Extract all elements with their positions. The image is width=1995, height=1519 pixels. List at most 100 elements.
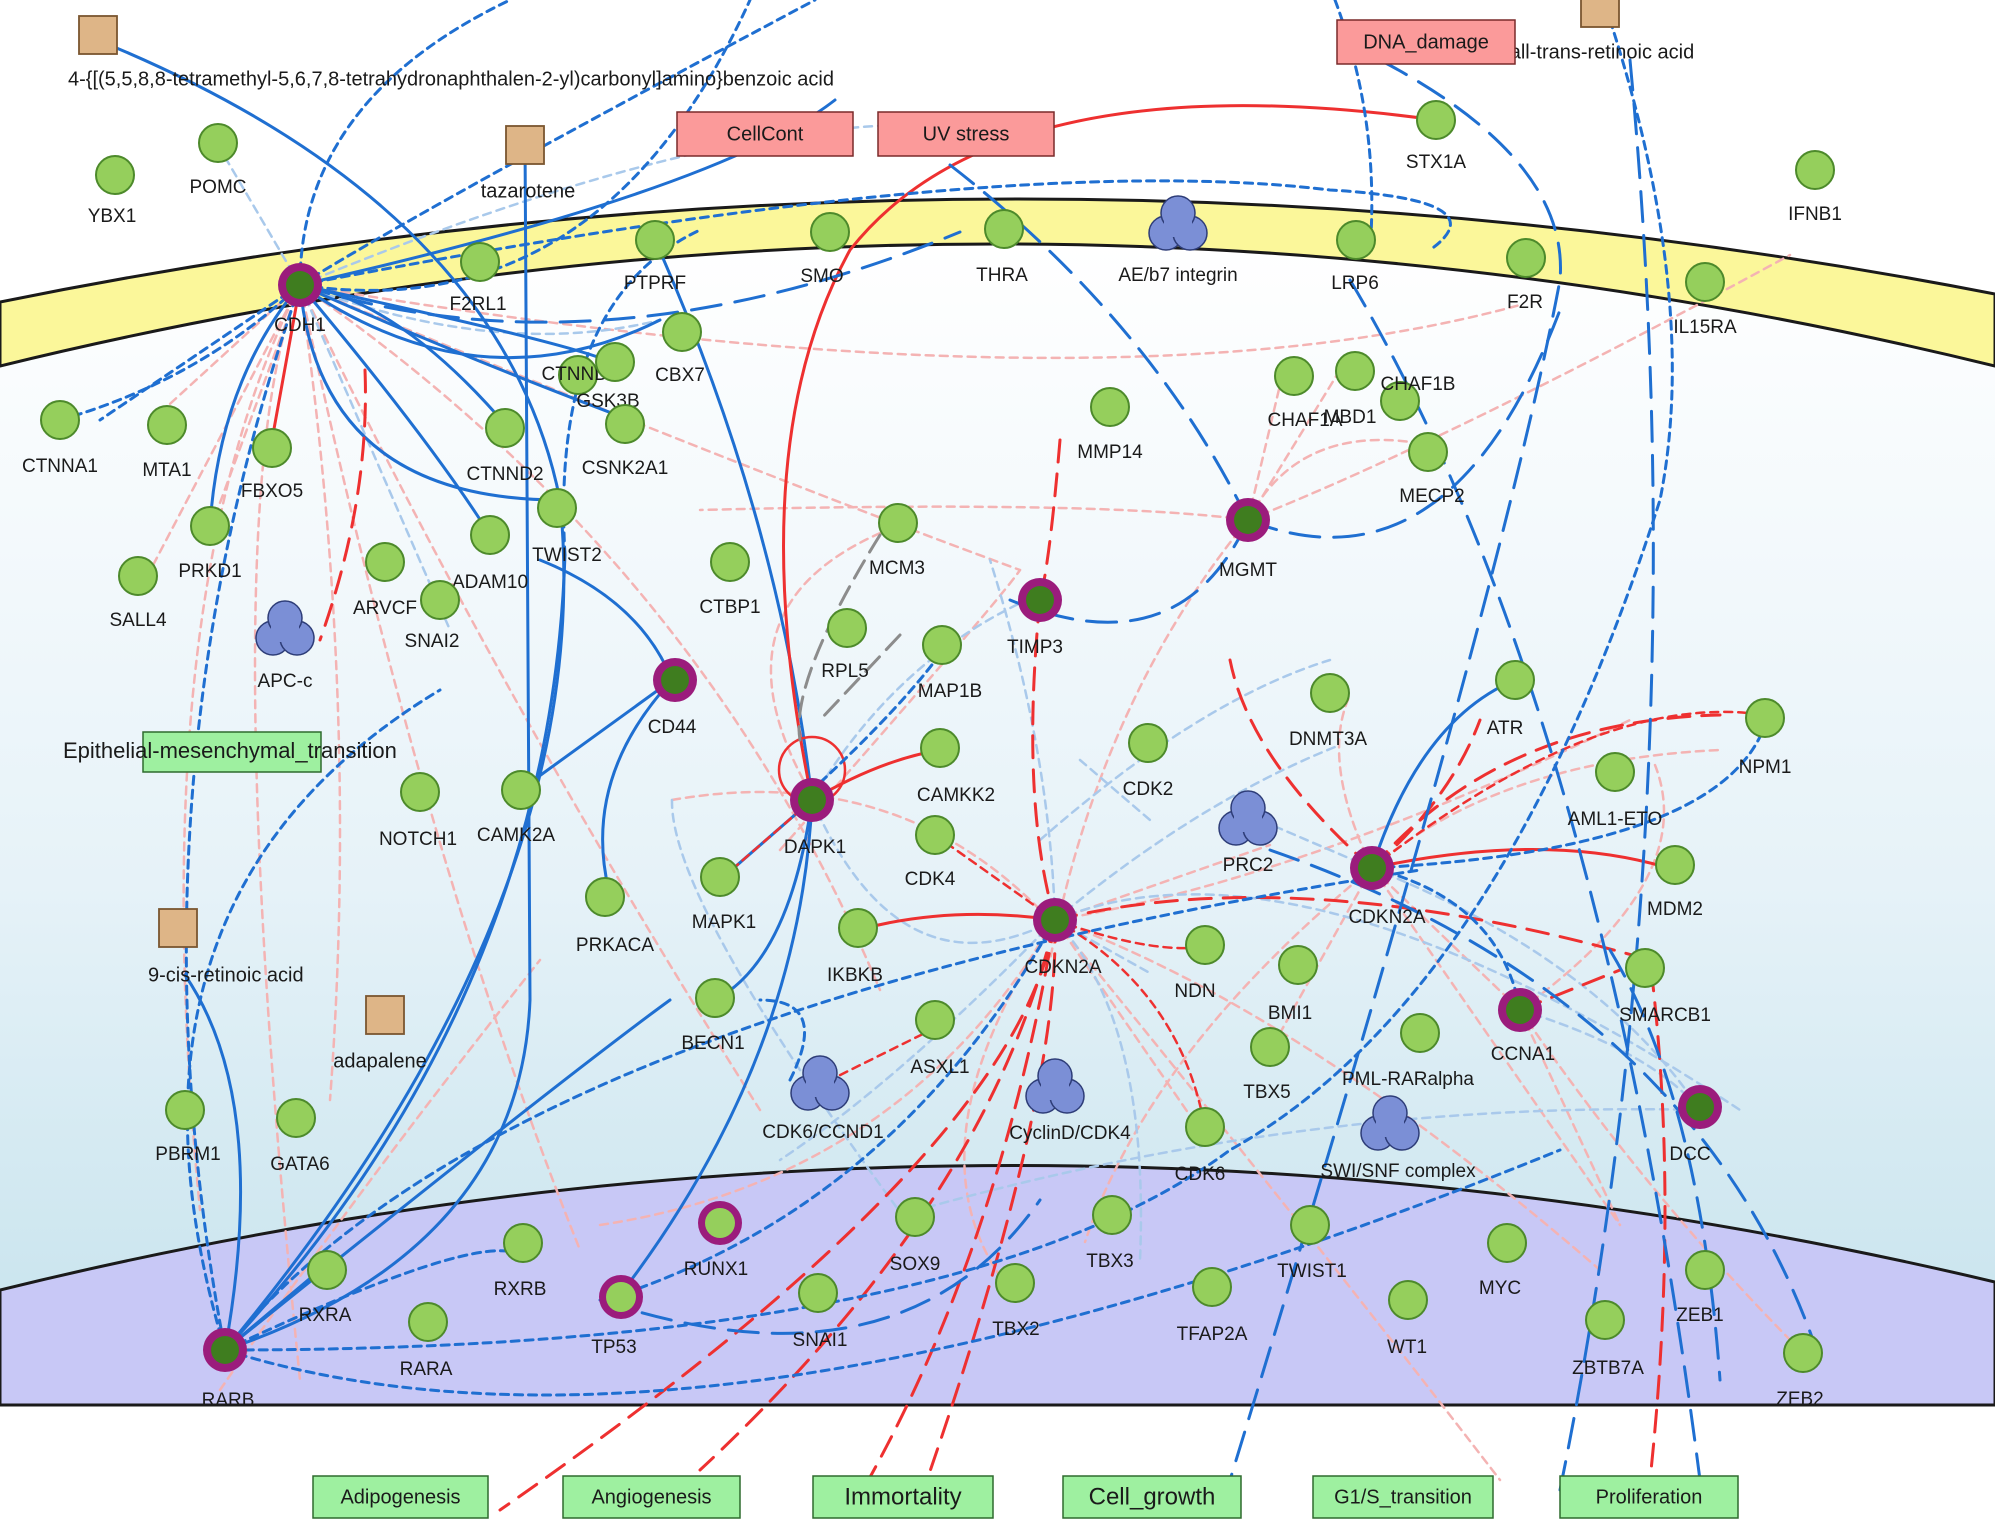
node-chaf1a[interactable]: CHAF1A bbox=[1268, 356, 1343, 431]
node-zeb2[interactable]: ZEB2 bbox=[1776, 1333, 1824, 1410]
node-asxl1[interactable]: ASXL1 bbox=[910, 1000, 970, 1078]
node-adapalene[interactable]: adapalene bbox=[333, 995, 427, 1072]
process-angiogenesis[interactable]: Angiogenesis bbox=[562, 1475, 741, 1519]
node-wt1[interactable]: WT1 bbox=[1387, 1280, 1428, 1358]
node-lrp6[interactable]: LRP6 bbox=[1331, 220, 1379, 294]
node-sox9[interactable]: SOX9 bbox=[890, 1197, 941, 1275]
node-tbx3[interactable]: TBX3 bbox=[1086, 1195, 1134, 1272]
node-arvcf[interactable]: ARVCF bbox=[353, 542, 417, 619]
node-ccna1[interactable]: CCNA1 bbox=[1491, 988, 1555, 1065]
node-dnmt3a[interactable]: DNMT3A bbox=[1289, 673, 1367, 750]
node-adam10[interactable]: ADAM10 bbox=[452, 515, 528, 593]
process-g1-s-transition[interactable]: G1/S_transition bbox=[1312, 1475, 1494, 1519]
process-immortality[interactable]: Immortality bbox=[812, 1475, 994, 1519]
node-twist1[interactable]: TWIST1 bbox=[1277, 1205, 1347, 1282]
node-sall4[interactable]: SALL4 bbox=[109, 556, 167, 631]
node-camkk2[interactable]: CAMKK2 bbox=[917, 728, 995, 806]
node-tbx5[interactable]: TBX5 bbox=[1243, 1027, 1291, 1103]
node-pbrm1[interactable]: PBRM1 bbox=[155, 1090, 221, 1165]
process-adipogenesis[interactable]: Adipogenesis bbox=[312, 1475, 489, 1519]
node-9-cis-retinoic-acid[interactable]: 9-cis-retinoic acid bbox=[148, 908, 304, 986]
node-map1b[interactable]: MAP1B bbox=[918, 625, 982, 702]
node-tfap2a[interactable]: TFAP2A bbox=[1177, 1267, 1248, 1345]
node-ptprf[interactable]: PTPRF bbox=[624, 220, 686, 294]
node-prkd1[interactable]: PRKD1 bbox=[178, 506, 242, 582]
node-ctbp1[interactable]: CTBP1 bbox=[699, 542, 761, 618]
node-cdk6-ccnd1[interactable]: CDK6/CCND1 bbox=[762, 1055, 884, 1143]
node-f2rl1[interactable]: F2RL1 bbox=[449, 242, 507, 315]
node-chaf1b[interactable]: CHAF1B bbox=[1380, 374, 1456, 421]
node-mdm2[interactable]: MDM2 bbox=[1647, 845, 1703, 920]
node-rara[interactable]: RARA bbox=[400, 1302, 453, 1380]
node-prkaca[interactable]: PRKACA bbox=[576, 877, 654, 956]
node-swi-snf-complex[interactable]: SWI/SNF complex bbox=[1320, 1095, 1476, 1182]
node-atr[interactable]: ATR bbox=[1487, 660, 1535, 739]
node-apc-c[interactable]: APC-c bbox=[255, 600, 315, 692]
node-runx1[interactable]: RUNX1 bbox=[684, 1201, 748, 1280]
node-il15ra[interactable]: IL15RA bbox=[1673, 262, 1737, 338]
node-mgmt[interactable]: MGMT bbox=[1219, 498, 1277, 581]
node-4-5-5-8-8-tetramethyl-5-6-7-8-tetrahydronaphthalen-2-yl-carbonyl-amino-benzoic-acid[interactable]: 4-{[(5,5,8,8-tetramethyl-5,6,7,8-tetrahy… bbox=[68, 15, 834, 90]
node-aml1-eto[interactable]: AML1-ETO bbox=[1568, 752, 1663, 830]
node-cdkn2a[interactable]: CDKN2A bbox=[1348, 846, 1426, 928]
stress-dna-damage[interactable]: DNA_damage bbox=[1336, 19, 1516, 65]
node-ifnb1[interactable]: IFNB1 bbox=[1788, 150, 1842, 225]
process-cell-growth[interactable]: Cell_growth bbox=[1062, 1475, 1242, 1519]
process-emt[interactable]: Epithelial-mesenchymal_transition bbox=[63, 731, 397, 773]
node-gata6[interactable]: GATA6 bbox=[270, 1098, 330, 1175]
node-fbxo5[interactable]: FBXO5 bbox=[241, 428, 303, 502]
node-mbd1[interactable]: MBD1 bbox=[1324, 351, 1377, 428]
node-timp3[interactable]: TIMP3 bbox=[1007, 578, 1063, 658]
node-rxra[interactable]: RXRA bbox=[299, 1250, 352, 1326]
node-myc[interactable]: MYC bbox=[1479, 1223, 1527, 1299]
node-cdkn2a[interactable]: CDKN2A bbox=[1024, 898, 1102, 978]
node-smarcb1[interactable]: SMARCB1 bbox=[1619, 948, 1711, 1026]
node-ybx1[interactable]: YBX1 bbox=[88, 155, 137, 227]
node-ctnna1[interactable]: CTNNA1 bbox=[22, 400, 98, 477]
node-becn1[interactable]: BECN1 bbox=[681, 978, 745, 1054]
node-mmp14[interactable]: MMP14 bbox=[1077, 387, 1143, 463]
node-ctnnd2[interactable]: CTNND2 bbox=[466, 408, 544, 485]
node-snai2[interactable]: SNAI2 bbox=[405, 580, 460, 652]
node-f2r[interactable]: F2R bbox=[1506, 238, 1546, 313]
node-cbx7[interactable]: CBX7 bbox=[655, 312, 705, 386]
stress-cellcont[interactable]: CellCont bbox=[676, 111, 854, 157]
node-smo[interactable]: SMO bbox=[800, 212, 850, 287]
node-tazarotene[interactable]: tazarotene bbox=[481, 125, 576, 202]
node-cd44[interactable]: CD44 bbox=[648, 658, 697, 738]
node-dcc[interactable]: DCC bbox=[1669, 1085, 1722, 1165]
process-proliferation[interactable]: Proliferation bbox=[1559, 1475, 1739, 1519]
node-ndn[interactable]: NDN bbox=[1174, 925, 1225, 1002]
node-mapk1[interactable]: MAPK1 bbox=[692, 857, 756, 933]
node-cyclind-cdk4[interactable]: CyclinD/CDK4 bbox=[1009, 1058, 1131, 1144]
node-cdk4[interactable]: CDK4 bbox=[905, 815, 956, 890]
node-camk2a[interactable]: CAMK2A bbox=[477, 770, 555, 846]
node-dapk1[interactable]: DAPK1 bbox=[784, 778, 846, 858]
node-mecp2[interactable]: MECP2 bbox=[1399, 432, 1465, 507]
node-cdh1[interactable]: CDH1 bbox=[274, 263, 326, 336]
node-mcm3[interactable]: MCM3 bbox=[869, 503, 925, 579]
node-zbtb7a[interactable]: ZBTB7A bbox=[1572, 1300, 1644, 1379]
node-twist2[interactable]: TWIST2 bbox=[532, 488, 602, 566]
node-rpl5[interactable]: RPL5 bbox=[821, 608, 869, 682]
node-mta1[interactable]: MTA1 bbox=[142, 405, 192, 481]
node-rarb[interactable]: RARB bbox=[202, 1328, 255, 1411]
node-npm1[interactable]: NPM1 bbox=[1739, 698, 1792, 778]
node-cdk6[interactable]: CDK6 bbox=[1175, 1107, 1226, 1185]
node-ikbkb[interactable]: IKBKB bbox=[827, 908, 883, 986]
node-all-trans-retinoic-acid[interactable]: all-trans-retinoic acid bbox=[1510, 0, 1695, 63]
node-zeb1[interactable]: ZEB1 bbox=[1676, 1250, 1725, 1326]
node-csnk2a1[interactable]: CSNK2A1 bbox=[582, 404, 669, 479]
node-stx1a[interactable]: STX1A bbox=[1406, 100, 1467, 173]
node-pomc[interactable]: POMC bbox=[190, 123, 247, 198]
node-rxrb[interactable]: RXRB bbox=[494, 1223, 547, 1300]
node-pml-raralpha[interactable]: PML-RARalpha bbox=[1342, 1013, 1474, 1090]
node-tbx2[interactable]: TBX2 bbox=[992, 1263, 1040, 1340]
node-ae-b7-integrin[interactable]: AE/b7 integrin bbox=[1118, 195, 1238, 286]
node-bmi1[interactable]: BMI1 bbox=[1268, 945, 1318, 1024]
node-notch1[interactable]: NOTCH1 bbox=[379, 772, 457, 850]
node-snai1[interactable]: SNAI1 bbox=[793, 1273, 848, 1351]
node-tp53[interactable]: TP53 bbox=[591, 1275, 643, 1358]
node-thra[interactable]: THRA bbox=[976, 209, 1028, 286]
node-cdk2[interactable]: CDK2 bbox=[1123, 723, 1174, 800]
